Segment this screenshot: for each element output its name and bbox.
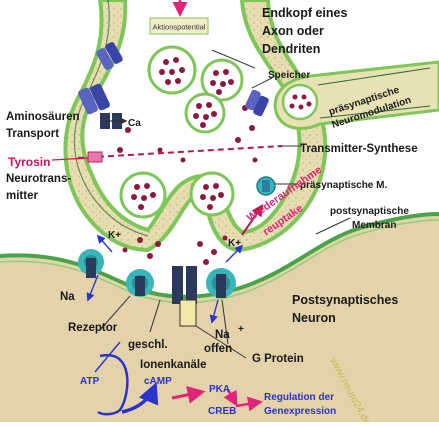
vesicle-upper-right <box>200 58 244 102</box>
creb-label: CREB <box>208 406 236 417</box>
tyrosin-label: Tyrosin <box>8 155 50 169</box>
endkopf-label-line1: Endkopf eines <box>262 6 347 20</box>
receptor-right <box>206 268 236 298</box>
transmitter-synthese-label: Transmitter-Synthese <box>300 143 418 155</box>
g-protein-label: G Protein <box>252 353 304 365</box>
presynaptic-terminal <box>63 0 328 253</box>
postsyn-neuron-label-line2: Neuron <box>292 311 336 325</box>
postsynaptic-neuron <box>0 214 439 422</box>
speicher-label: Speicher <box>268 70 310 81</box>
ion-channel-closed <box>172 266 197 327</box>
postsyn-membran-label-line1: postsynaptische <box>330 206 409 217</box>
ionenkanaele-label: Ionenkanäle <box>140 359 206 371</box>
presynaptic-transporter-right <box>245 89 269 117</box>
presynaptic-transporter-top <box>96 42 123 70</box>
receptor-left <box>78 249 104 278</box>
geschl-label: geschl. <box>128 339 168 351</box>
praesyn-m-label: präsynaptische M. <box>300 180 387 191</box>
neurotransmitter-label-line1: Neurotrans- <box>6 173 71 185</box>
receptor-middle <box>126 269 154 297</box>
na-plus-label: Na <box>215 329 230 341</box>
aminosaeuren-label-line1: Aminosäuren <box>6 111 80 123</box>
k-plus-label-left: K+ <box>108 230 121 241</box>
postsyn-neuron-label-line1: Postsynaptisches <box>292 293 398 307</box>
ca-label: Ca <box>128 118 141 129</box>
offen-label: offen <box>204 343 232 355</box>
aminosaeuren-label-line2: Transport <box>6 128 59 140</box>
vesicle-middle <box>184 92 226 134</box>
presynaptic-neuromodulation-terminal <box>273 60 439 130</box>
rezeptor-label: Rezeptor <box>68 322 118 334</box>
endkopf-label-line2: Axon oder <box>262 24 324 38</box>
presynaptic-autoreceptor <box>256 176 276 196</box>
vesicle-docked-left <box>119 171 167 219</box>
postsyn-membran-label-line2: Membran <box>352 220 396 231</box>
na-plus-sign: + <box>238 324 244 335</box>
na-label: Na <box>60 291 75 303</box>
aktionspotential-label: Aktionspotential <box>153 23 206 32</box>
camp-label: cAMP <box>144 376 172 387</box>
regulation-label-line1: Regulation der <box>264 392 334 403</box>
atp-label: ATP <box>80 376 100 387</box>
amino-acid-transporter <box>78 83 110 115</box>
endkopf-label-line3: Dendriten <box>262 42 320 56</box>
k-plus-label-right: K+ <box>228 238 241 249</box>
vesicle-upper-left <box>147 45 197 95</box>
regulation-label-line2: Genexpression <box>264 406 336 417</box>
neurotransmitter-label-line2: mitter <box>6 190 38 202</box>
vesicle-docked-right <box>189 171 235 217</box>
pka-label: PKA <box>209 384 230 395</box>
